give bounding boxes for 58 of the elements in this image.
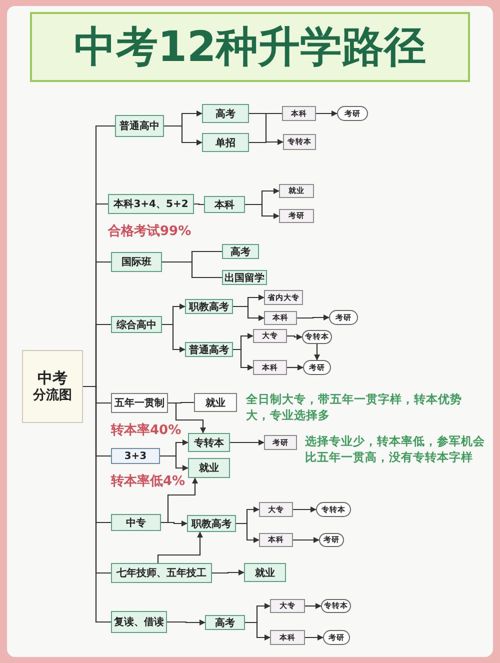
note-text: 选择专业少，转本率低，参军机会比五年一贯高，没有专转本字样 [305, 433, 486, 465]
arrow [245, 622, 270, 640]
title-banner: 中考12种升学路径 [30, 12, 470, 82]
arrow [305, 634, 324, 640]
path-box: 五年一贯制 [111, 393, 168, 413]
arrow [249, 112, 284, 145]
path-box: 就业 [244, 563, 286, 582]
path-box: 中专 [111, 514, 161, 531]
path-box: 本科 [204, 196, 245, 213]
path-box: 出国留学 [222, 270, 267, 285]
path-box: 职教高考 [187, 515, 236, 532]
arrow [233, 348, 254, 370]
path-box: 职教高考 [185, 299, 233, 314]
arrow [168, 402, 206, 434]
path-box: 就业 [194, 393, 237, 412]
arrow [157, 532, 203, 563]
rate-note: 转本率低4% [111, 472, 186, 490]
arrow [316, 110, 338, 116]
connector-line [83, 386, 111, 623]
arrow [233, 306, 264, 321]
path-box: 单招 [202, 133, 249, 152]
arrow [297, 314, 330, 320]
arrow [305, 603, 322, 609]
path-box: 3+3 [111, 448, 160, 464]
arrow [236, 522, 260, 543]
path-box: 高考 [205, 615, 245, 630]
subheading-text: 分流图 [33, 386, 72, 404]
path-box: 国际班 [111, 252, 162, 272]
path-box: 复读、借读 [111, 611, 167, 633]
heading-text: 中考 [38, 368, 68, 386]
path-box: 普通高考 [185, 342, 233, 357]
arrow [230, 440, 264, 446]
arrow [160, 455, 188, 471]
arrow [293, 537, 320, 543]
connector-line [194, 203, 204, 206]
path-box: 七年技师、五年技工 [111, 563, 212, 583]
rate-note: 转本率40% [111, 422, 182, 439]
arrow [164, 125, 202, 146]
path-box: 普通高中 [115, 115, 164, 137]
arrow [314, 344, 320, 360]
arrow [167, 620, 206, 626]
connector-line [162, 261, 222, 278]
arrow [162, 324, 186, 352]
connector-line [249, 141, 283, 144]
path-box: 就业 [188, 458, 230, 478]
arrow [212, 570, 244, 576]
arrow [245, 204, 280, 219]
note-text: 全日制大专，带五年一贯字样，转本优势大，专业选择多 [246, 391, 463, 423]
path-box: 综合高中 [111, 316, 162, 333]
rate-note: 合格考试99% [108, 223, 192, 240]
path-box: 本科3+4、5+2 [108, 194, 194, 214]
path-box: 专转本 [188, 433, 230, 452]
arrow [287, 334, 302, 340]
arrow [293, 506, 316, 512]
path-box: 高考 [202, 104, 249, 123]
arrow [287, 364, 304, 370]
arrow [161, 520, 188, 526]
path-box: 高考 [222, 244, 259, 259]
